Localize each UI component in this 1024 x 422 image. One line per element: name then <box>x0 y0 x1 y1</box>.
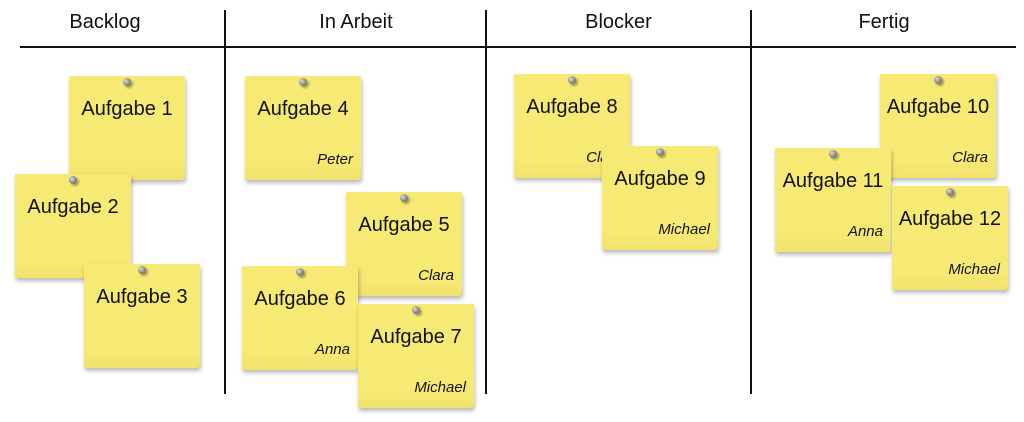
pin-icon <box>568 76 576 84</box>
task-card-assignee: Anna <box>847 223 883 240</box>
pin-icon <box>296 268 304 276</box>
task-card-12[interactable]: Aufgabe 12 Michael <box>892 186 1008 290</box>
task-card-title: Aufgabe 2 <box>27 196 119 218</box>
task-card-assignee: Anna <box>314 341 350 358</box>
pin-icon <box>123 78 131 86</box>
task-card-11[interactable]: Aufgabe 11 Anna <box>775 148 891 252</box>
column-header-fertig: Fertig <box>858 11 910 33</box>
task-card-title: Aufgabe 12 <box>898 208 1002 230</box>
pin-icon <box>138 266 146 274</box>
pin-icon <box>829 150 837 158</box>
pin-icon <box>400 194 408 202</box>
pin-icon <box>412 306 420 314</box>
pin-icon <box>69 176 77 184</box>
task-card-assignee: Michael <box>948 261 1000 278</box>
task-card-5[interactable]: Aufgabe 5 Clara <box>346 192 462 296</box>
task-card-6[interactable]: Aufgabe 6 Anna <box>242 266 358 370</box>
task-card-assignee: Peter <box>317 151 353 168</box>
task-card-title: Aufgabe 9 <box>614 168 706 190</box>
task-card-8[interactable]: Aufgabe 8 Clara <box>514 74 630 178</box>
column-divider <box>485 10 487 394</box>
column-divider <box>224 10 226 394</box>
column-divider <box>750 10 752 394</box>
task-card-title: Aufgabe 1 <box>81 98 173 120</box>
task-card-assignee: Clara <box>418 267 454 284</box>
task-card-assignee: Clara <box>952 149 988 166</box>
task-card-title: Aufgabe 4 <box>257 98 349 120</box>
task-card-title: Aufgabe 11 <box>782 170 884 192</box>
column-header-in-arbeit: In Arbeit <box>319 11 393 33</box>
column-header-backlog: Backlog <box>69 11 141 33</box>
task-card-9[interactable]: Aufgabe 9 Michael <box>602 146 718 250</box>
task-card-assignee: Michael <box>658 221 710 238</box>
task-card-3[interactable]: Aufgabe 3 <box>84 264 200 368</box>
task-card-title: Aufgabe 7 <box>370 326 462 348</box>
pin-icon <box>934 76 942 84</box>
column-header-blocker: Blocker <box>585 11 652 33</box>
task-card-title: Aufgabe 5 <box>358 214 450 236</box>
task-card-title: Aufgabe 10 <box>886 96 990 118</box>
task-card-title: Aufgabe 6 <box>254 288 346 310</box>
task-card-1[interactable]: Aufgabe 1 <box>69 76 185 180</box>
task-card-4[interactable]: Aufgabe 4 Peter <box>245 76 361 180</box>
pin-icon <box>299 78 307 86</box>
task-card-assignee: Michael <box>414 379 466 396</box>
pin-icon <box>656 148 664 156</box>
task-card-2[interactable]: Aufgabe 2 <box>15 174 131 278</box>
pin-icon <box>946 188 954 196</box>
header-divider <box>20 46 1016 48</box>
task-card-title: Aufgabe 3 <box>96 286 188 308</box>
task-card-7[interactable]: Aufgabe 7 Michael <box>358 304 474 408</box>
task-card-title: Aufgabe 8 <box>526 96 618 118</box>
task-card-10[interactable]: Aufgabe 10 Clara <box>880 74 996 178</box>
